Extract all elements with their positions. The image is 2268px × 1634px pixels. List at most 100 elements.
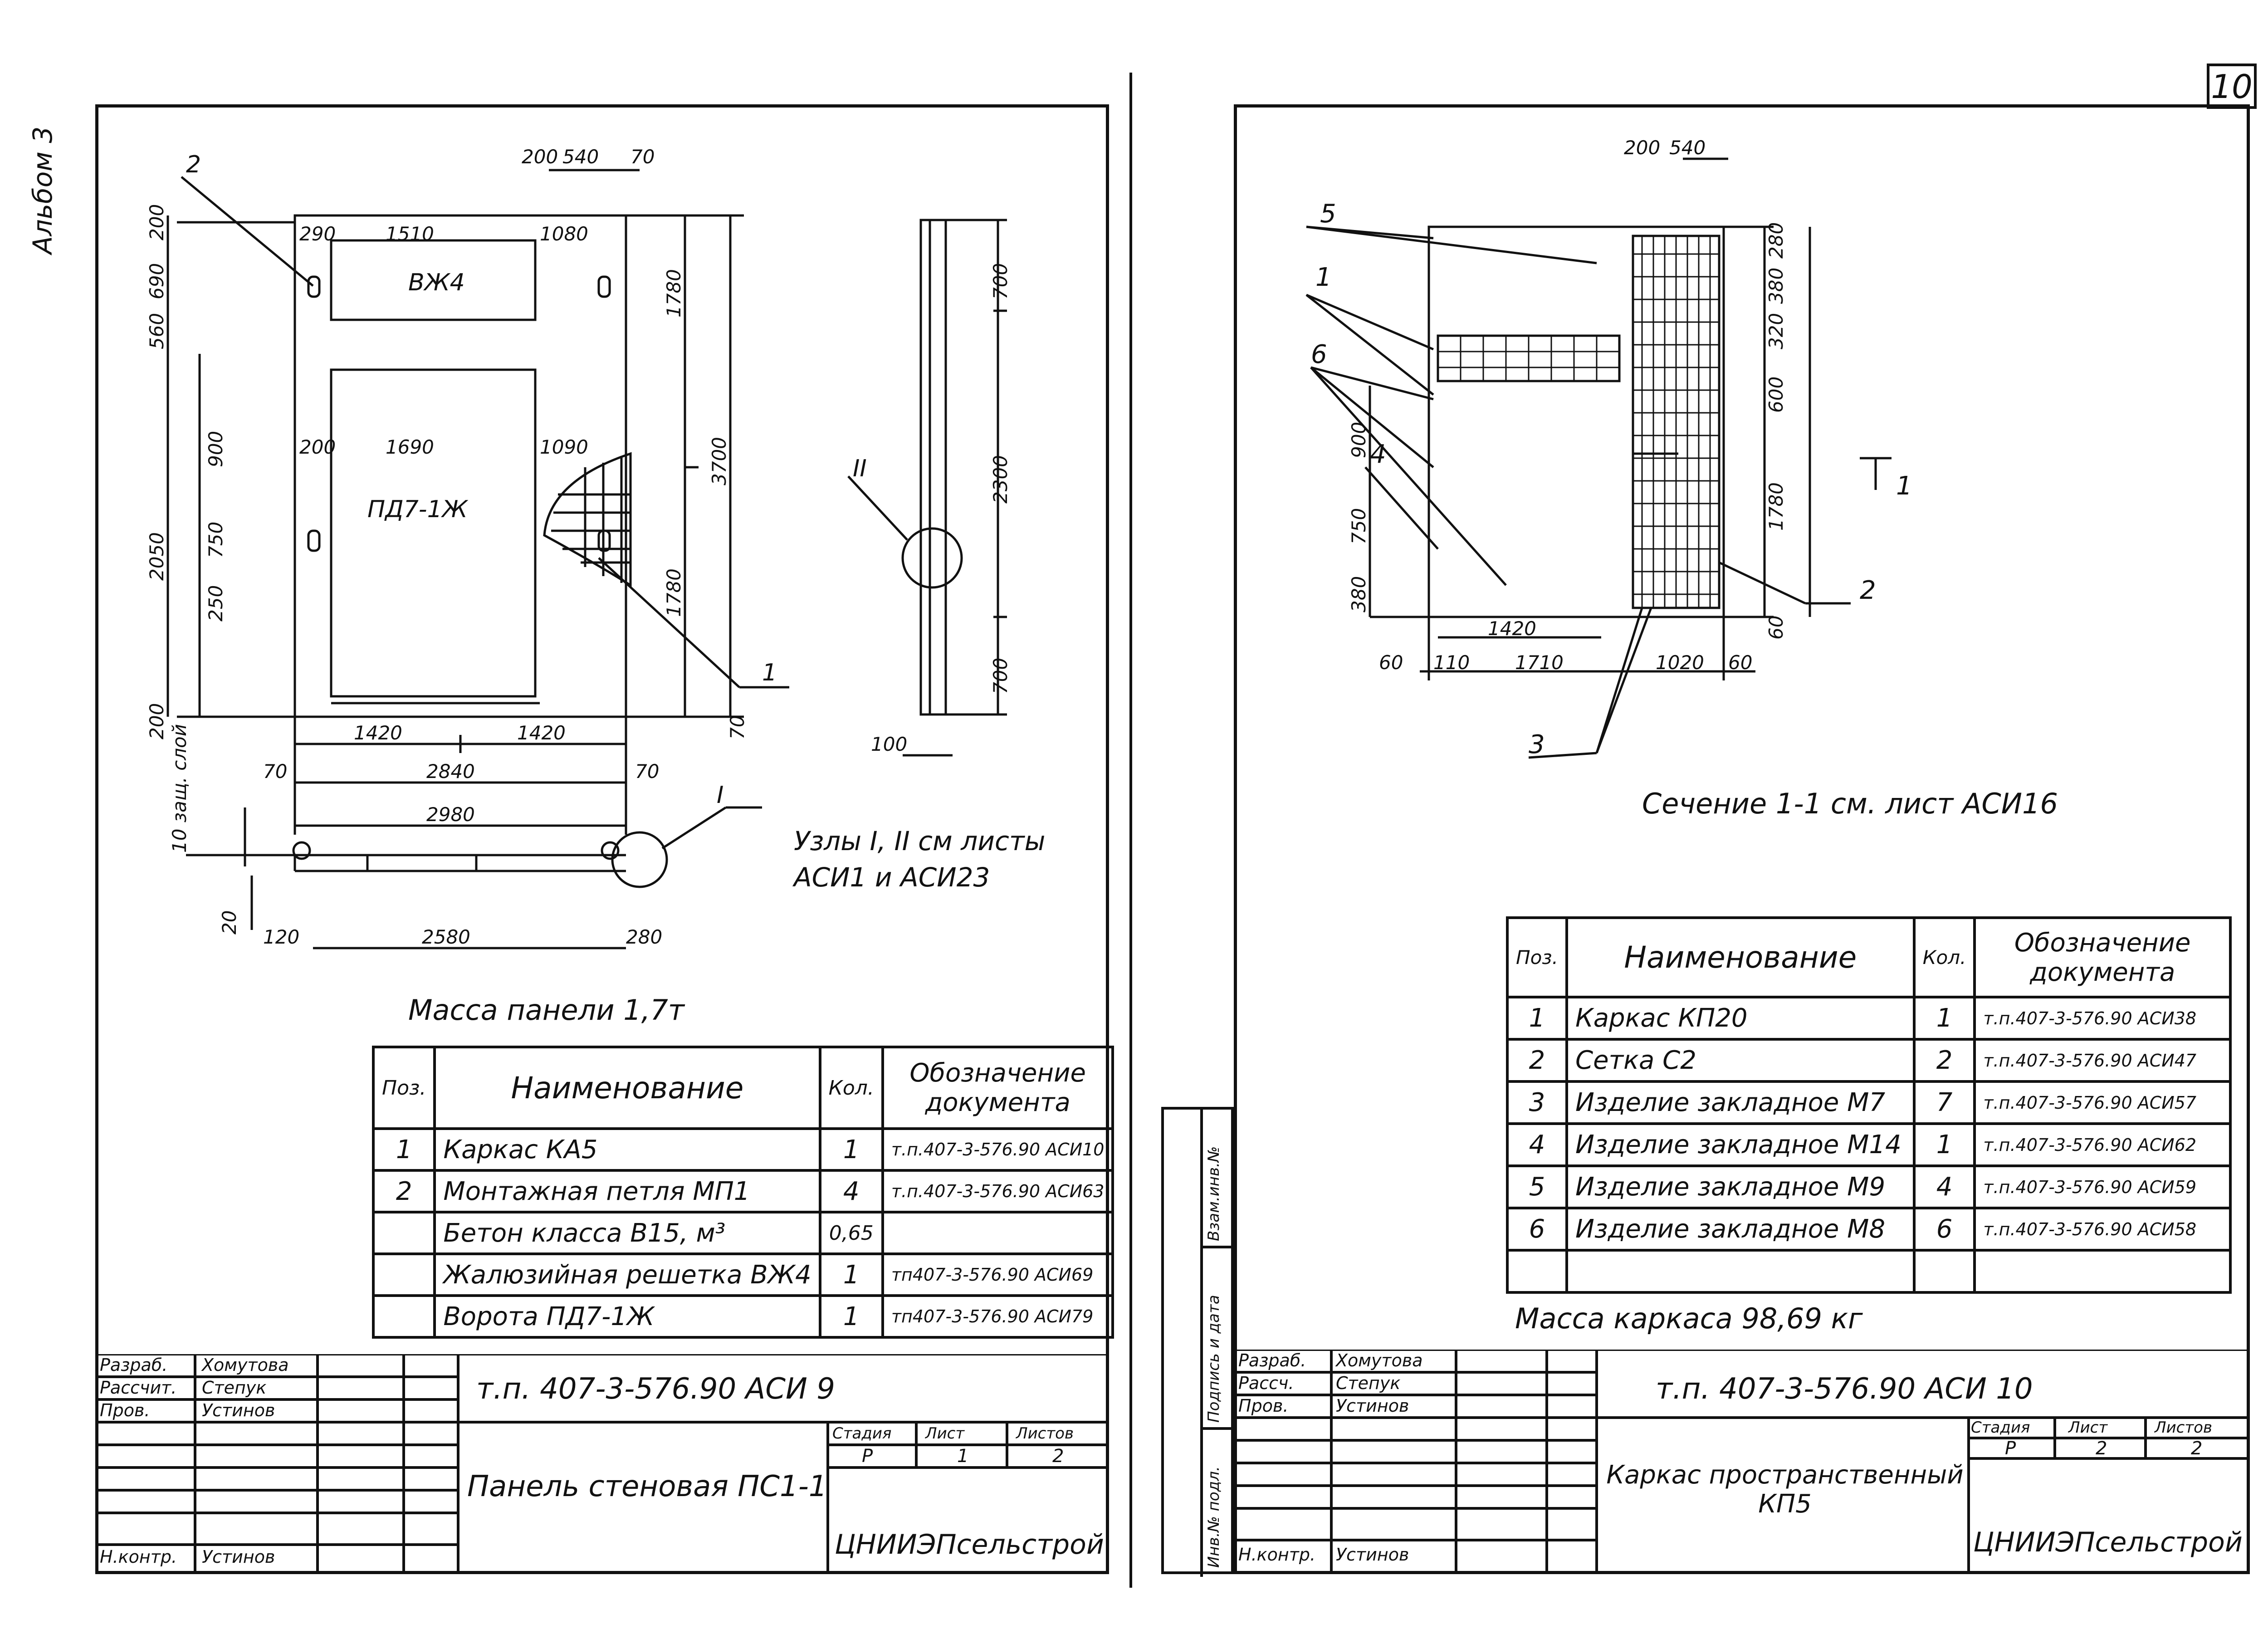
tb-title: Панель стеновая ПС1-1 — [467, 1470, 827, 1503]
right-spec-table: Поз. Наименование Кол. Обозначение докум… — [1506, 916, 2232, 1294]
dim-top-200: 200 — [1624, 137, 1660, 159]
dim-bottom-1710: 1710 — [1515, 651, 1564, 674]
sheet-divider — [1129, 73, 1132, 1588]
dim-1690: 1690 — [386, 436, 434, 458]
tb-stage-value: Р — [2005, 1438, 2016, 1459]
tb-name-developer: Хомутова — [1336, 1350, 1423, 1370]
dim-right-600: 600 — [1765, 377, 1787, 413]
tb-role-checker: Пров. — [100, 1400, 150, 1420]
cell-name: Бетон класса В15, м³ — [433, 1211, 821, 1255]
tb-name-checker: Устинов — [1336, 1396, 1409, 1416]
cell-doc: т.п.407-3-576.90 АСИ57 — [1973, 1080, 2232, 1125]
table-row: 2 Монтажная петля МП1 4 т.п.407-3-576.90… — [371, 1169, 1114, 1213]
label-cut: 1 — [1896, 471, 1912, 501]
dim-edge-70-l: 70 — [263, 760, 287, 783]
tb-sheet-value: 1 — [957, 1446, 969, 1467]
dim-bottom-110: 110 — [1433, 651, 1470, 674]
dim-bottom-60b: 60 — [1728, 651, 1752, 674]
cell-pos: 4 — [1506, 1122, 1568, 1167]
table-row: 6 Изделие закладное М8 6 т.п.407-3-576.9… — [1506, 1207, 2232, 1252]
dim-sec-100: 100 — [871, 733, 907, 755]
page-number-box: 10 — [2207, 64, 2257, 109]
cell-pos: 1 — [371, 1127, 436, 1172]
cell-qty: 6 — [1912, 1207, 1976, 1252]
dim-plan-120: 120 — [263, 926, 299, 948]
dim-1420-a: 1420 — [354, 722, 402, 744]
label-pos4: 4 — [1370, 440, 1386, 469]
left-spec-table: Поз. Наименование Кол. Обозначение докум… — [371, 1046, 1114, 1339]
stamp-inv-original: Инв.№ подл. — [1205, 1466, 1223, 1568]
tb-doc-code: т.п. 407-3-576.90 АСИ 9 — [476, 1372, 835, 1406]
dim-left-690: 690 — [146, 263, 168, 299]
left-nodes-note-2: АСИ1 и АСИ23 — [794, 862, 990, 893]
cell-name: Каркас КП20 — [1565, 996, 1916, 1041]
dim-right-280: 280 — [1765, 222, 1787, 259]
dim-left-900: 900 — [205, 431, 227, 467]
table-row: 1 Каркас КА5 1 т.п.407-3-576.90 АСИ10 — [371, 1127, 1114, 1172]
cell-doc: т.п.407-3-576.90 АСИ63 — [881, 1169, 1114, 1213]
table-row: 4 Изделие закладное М14 1 т.п.407-3-576.… — [1506, 1122, 2232, 1167]
tb-role-developer: Разраб. — [1238, 1350, 1306, 1370]
cell-qty: 1 — [1912, 996, 1976, 1041]
cell-qty: 4 — [818, 1169, 884, 1213]
dim-sec-700b: 700 — [989, 658, 1012, 694]
dim-right-1780a: 1780 — [663, 269, 685, 318]
dim-bottom-1020: 1020 — [1656, 651, 1704, 674]
spec-header-name: Наименование — [1565, 916, 1916, 998]
dim-200-mid: 200 — [299, 436, 336, 458]
cell-pos: 1 — [1506, 996, 1568, 1041]
dim-right-3700: 3700 — [708, 437, 730, 485]
cell-name: Ворота ПД7-1Ж — [433, 1294, 821, 1339]
tb-role-normcontrol: Н.контр. — [100, 1547, 177, 1567]
cell-qty: 0,65 — [818, 1211, 884, 1255]
dim-plan-280: 280 — [626, 926, 662, 948]
cell-doc: т.п.407-3-576.90 АСИ62 — [1973, 1122, 2232, 1167]
table-row: 3 Изделие закладное М7 7 т.п.407-3-576.9… — [1506, 1080, 2232, 1125]
cell-name: Жалюзийная решетка ВЖ4 — [433, 1252, 821, 1297]
tb-name-calc: Степук — [202, 1378, 267, 1398]
tb-name-calc: Степук — [1336, 1373, 1401, 1393]
left-drawing: ВЖ4 ПД7-1Ж 2 1 I II 200 540 70 1510 1080… — [146, 146, 1012, 949]
label-pos2: 2 — [186, 151, 201, 178]
right-drawing: 5 1 6 4 2 3 1 200 540 280 380 320 600 17… — [1305, 137, 1912, 759]
label-pos3: 3 — [1529, 730, 1545, 759]
table-row: Бетон класса В15, м³ 0,65 — [371, 1211, 1114, 1255]
tb-name-developer: Хомутова — [202, 1355, 289, 1375]
dim-plan-20: 20 — [218, 910, 240, 934]
cell-pos — [371, 1294, 436, 1339]
left-mass: Масса панели 1,7т — [408, 993, 684, 1027]
tb-role-checker: Пров. — [1238, 1396, 1289, 1416]
tb-sheet-header: Лист — [925, 1424, 965, 1443]
right-section-note: Сечение 1-1 см. лист АСИ16 — [1642, 787, 2058, 820]
label-vzh4: ВЖ4 — [408, 269, 465, 296]
dim-left-200a: 200 — [146, 204, 168, 240]
dim-290: 290 — [299, 223, 336, 245]
tb-name-checker: Устинов — [202, 1400, 275, 1420]
tb-stage-header: Стадия — [832, 1424, 892, 1443]
label-pos1: 1 — [762, 659, 777, 686]
spec-header-pos: Поз. — [371, 1046, 436, 1130]
cell-qty: 4 — [1912, 1164, 1976, 1209]
cell-qty: 2 — [1912, 1038, 1976, 1083]
tb-role-calc: Рассч. — [1238, 1373, 1294, 1393]
cell-name: Каркас КА5 — [433, 1127, 821, 1172]
cell-doc: т.п.407-3-576.90 АСИ38 — [1973, 996, 2232, 1041]
spec-header-qty: Кол. — [818, 1046, 884, 1130]
cell-qty: 7 — [1912, 1080, 1976, 1125]
table-row-empty — [1506, 1249, 2232, 1294]
dim-2840: 2840 — [426, 760, 475, 783]
tb-role-calc: Рассчит. — [100, 1378, 177, 1398]
tb-org: ЦНИИЭПсельстрой — [1973, 1526, 2243, 1558]
table-row: Жалюзийная решетка ВЖ4 1 тп407-3-576.90 … — [371, 1252, 1114, 1297]
cell-doc: т.п.407-3-576.90 АСИ58 — [1973, 1207, 2232, 1252]
spec-header-qty: Кол. — [1912, 916, 1976, 998]
spec-header-pos: Поз. — [1506, 916, 1568, 998]
dim-inner-1420: 1420 — [1488, 617, 1536, 640]
right-sheet-frame — [1234, 104, 2250, 1574]
dim-left-2050: 2050 — [146, 532, 168, 581]
spec-header-doc: Обозначение документа — [881, 1046, 1114, 1130]
tb-stage-value: Р — [862, 1446, 873, 1467]
cell-doc — [881, 1211, 1114, 1255]
cell-doc: тп407-3-576.90 АСИ79 — [881, 1294, 1114, 1339]
table-row: 5 Изделие закладное М9 4 т.п.407-3-576.9… — [1506, 1164, 2232, 1209]
